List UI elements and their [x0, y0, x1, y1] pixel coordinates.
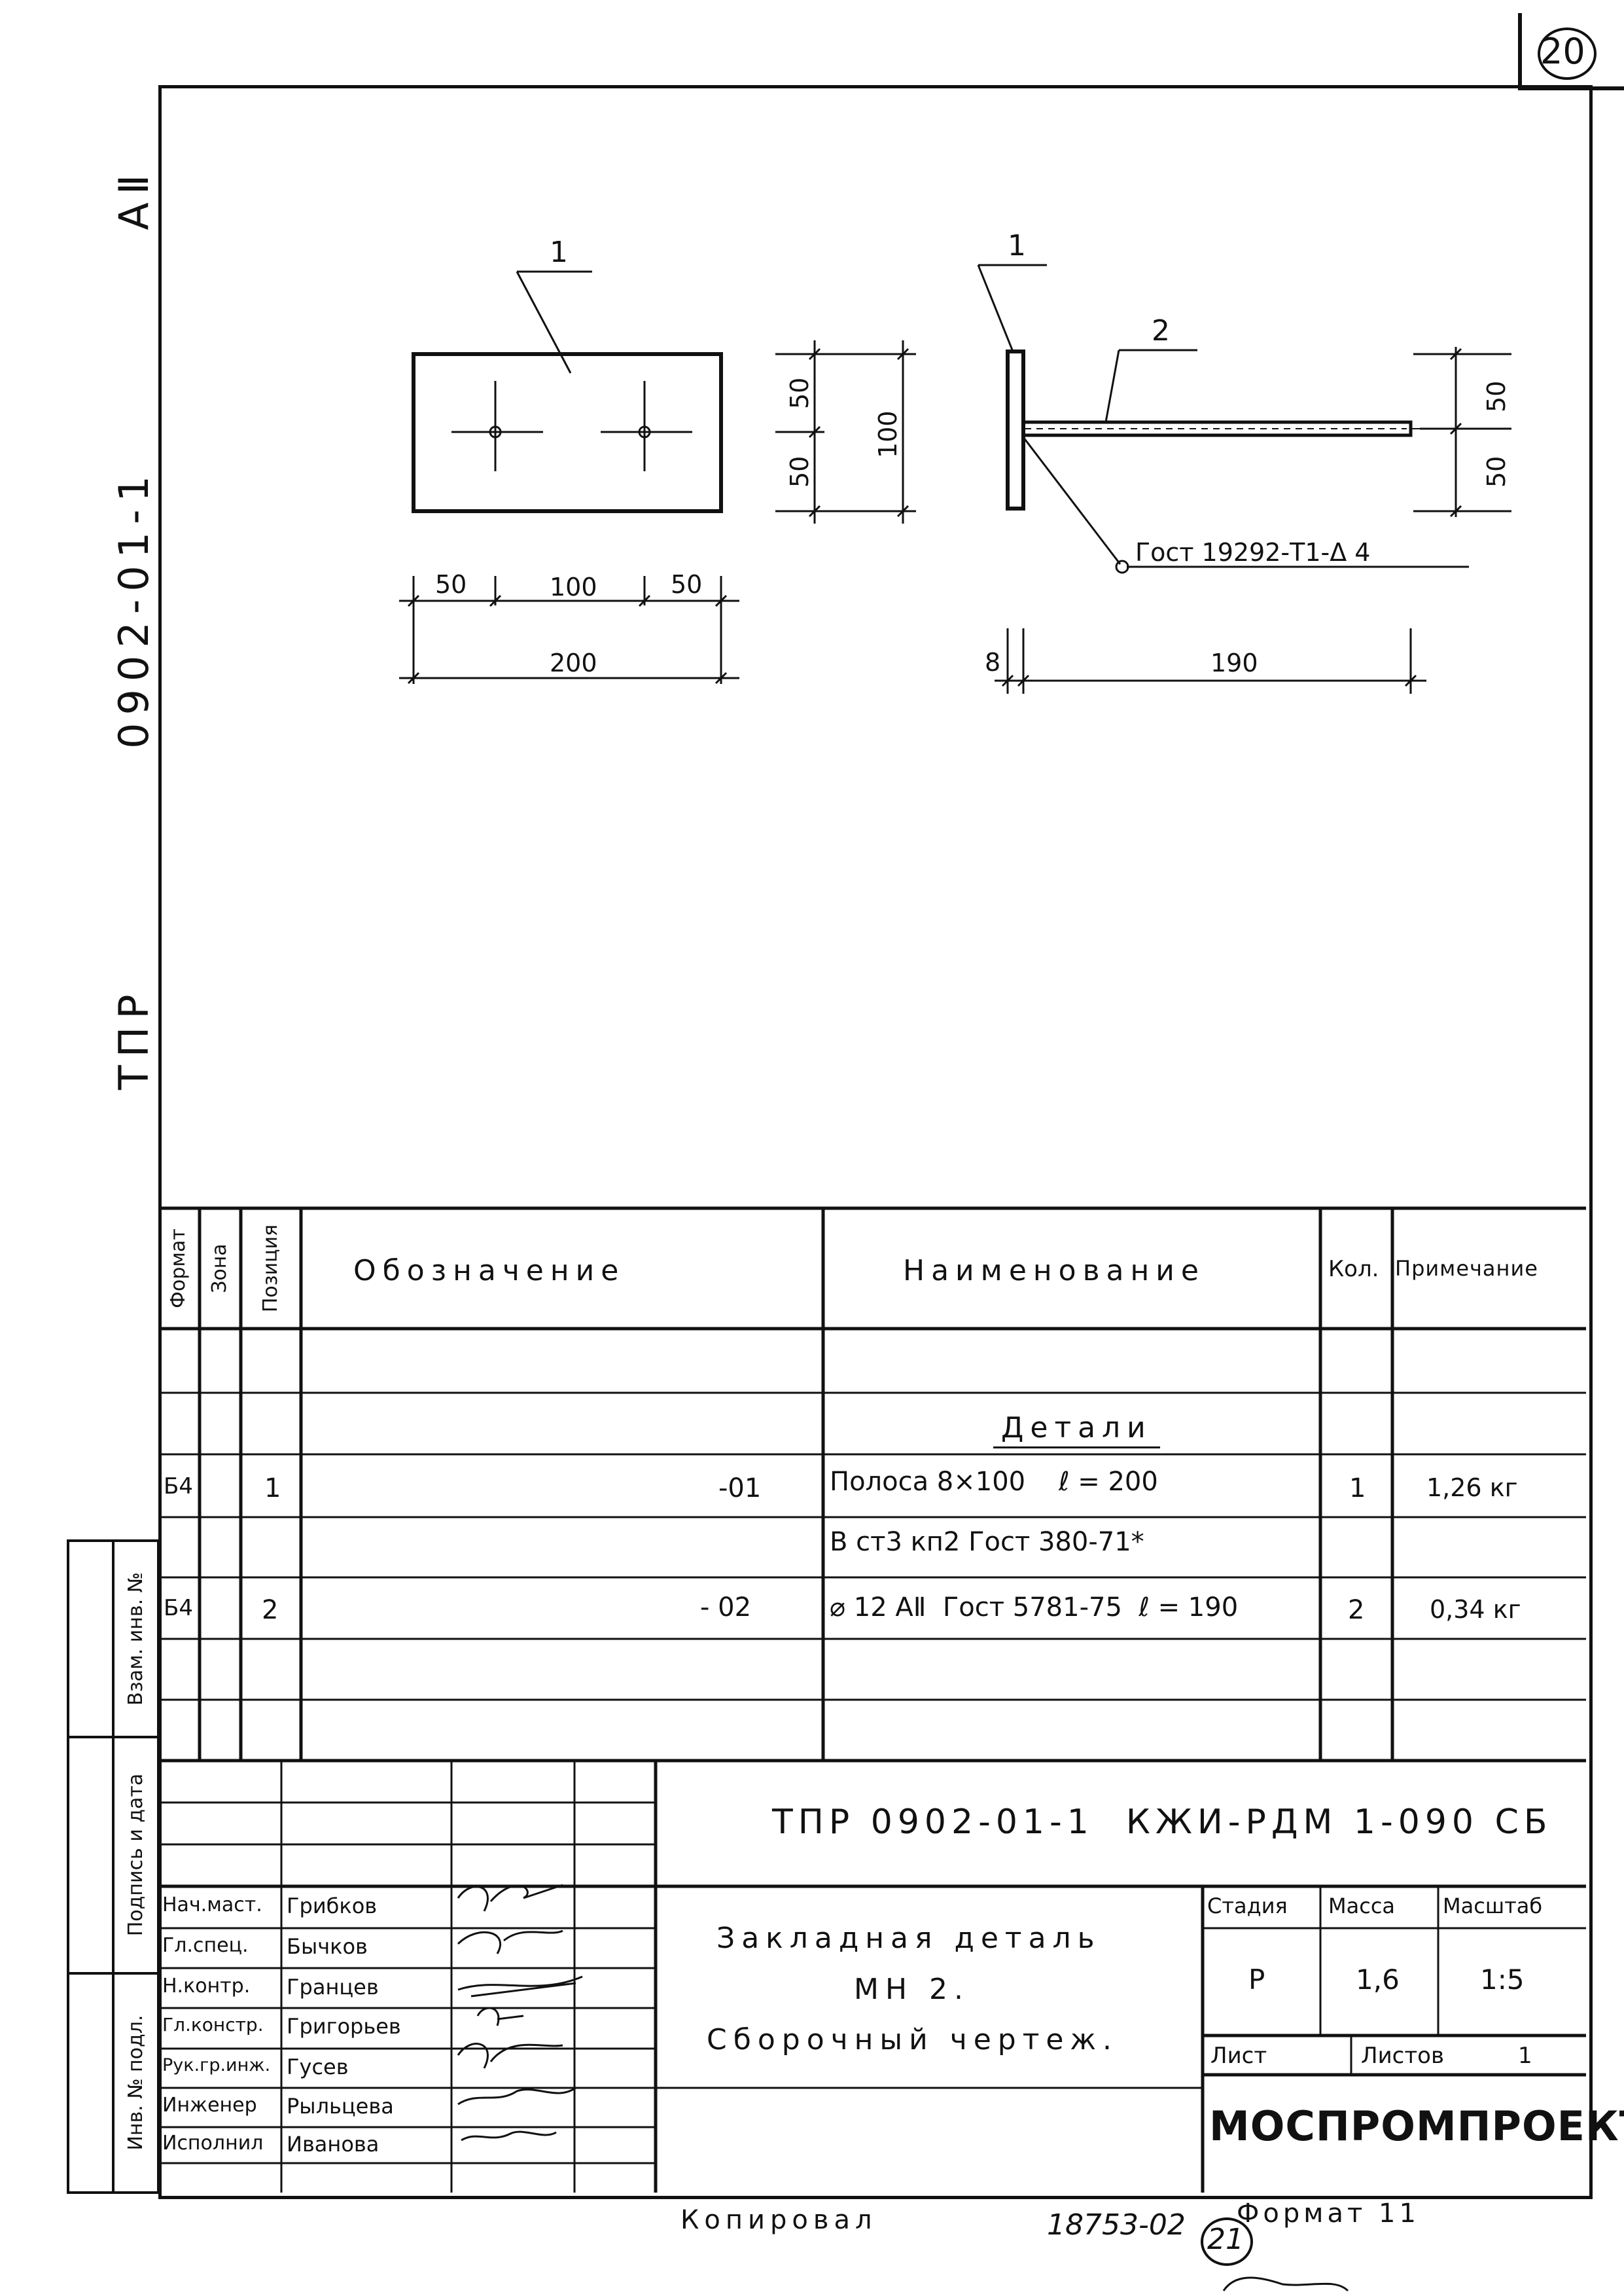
org-name: МОСПРОМПРОЕКТ — [1209, 2102, 1624, 2150]
row1-note: 1,26 кг — [1426, 1473, 1518, 1502]
corner-number-box — [1518, 13, 1624, 90]
header-name: Наименование — [903, 1254, 1205, 1287]
header-designation: Обозначение — [353, 1254, 626, 1287]
row1-format: Б4 — [164, 1473, 193, 1499]
staff-name-1: Грибков — [287, 1893, 378, 1918]
scale-label: Масштаб — [1443, 1893, 1543, 1918]
row3-qty: 2 — [1348, 1595, 1365, 1625]
header-qty: Кол. — [1328, 1256, 1379, 1282]
header-note: Примечание — [1395, 1256, 1538, 1281]
side-dim-len: 190 — [1210, 649, 1258, 677]
staff-role-6: Инженер — [162, 2094, 257, 2117]
sheet-label: Лист — [1210, 2043, 1267, 2069]
section-title: Детали — [993, 1414, 1160, 1448]
sheets-value: 1 — [1518, 2043, 1532, 2069]
plate-pos-label: 1 — [550, 236, 568, 269]
side-dim-v1: 50 — [1482, 381, 1511, 412]
row1-qty: 1 — [1349, 1473, 1366, 1503]
strip-sign-date: Подпись и дата — [124, 1773, 147, 1937]
staff-name-5: Гусев — [287, 2054, 349, 2079]
footer-page: 21 — [1207, 2223, 1244, 2256]
mass-label: Масса — [1328, 1893, 1396, 1918]
title-line-2: МН 2. — [854, 1973, 970, 2006]
row3-designation: - 02 — [700, 1592, 752, 1623]
mass-value: 1,6 — [1356, 1964, 1400, 1996]
staff-name-3: Гранцев — [287, 1975, 379, 2000]
row3-pos: 2 — [262, 1595, 279, 1625]
row1-designation: -01 — [718, 1473, 762, 1503]
staff-role-1: Нач.маст. — [162, 1893, 262, 1916]
stage-label: Стадия — [1207, 1893, 1288, 1918]
footer-copied: Копировал — [680, 2205, 877, 2235]
header-zone: Зона — [208, 1244, 231, 1293]
side-dim-v2: 50 — [1482, 456, 1511, 488]
footer-order: 18753-02 — [1047, 2208, 1186, 2242]
sheets-label: Листов — [1361, 2043, 1445, 2069]
weld-label: Гост 19292-Т1-Δ 4 — [1135, 538, 1370, 567]
corner-number: 20 — [1540, 31, 1585, 72]
row3-note: 0,34 кг — [1430, 1595, 1521, 1624]
doc-code: ТПР 0902-01-1 КЖИ-РДМ 1-090 СБ — [772, 1803, 1553, 1842]
plate-outline — [412, 352, 723, 513]
staff-name-6: Рыльцева — [287, 2094, 394, 2119]
row1-pos: 1 — [264, 1473, 281, 1503]
strip-inv-sub: Взам. инв. № — [124, 1572, 147, 1706]
plate-dim-mid: 100 — [550, 573, 597, 601]
side-pos1: 1 — [1008, 229, 1026, 262]
row3-format: Б4 — [164, 1595, 193, 1621]
strip-inv-orig: Инв. № подл. — [124, 2015, 147, 2151]
row3-name: ⌀ 12 АⅡ Гост 5781-75 ℓ = 190 — [830, 1592, 1239, 1623]
plate-dim-v-total: 100 — [874, 410, 902, 458]
stage-value: Р — [1248, 1964, 1265, 1996]
plate-dim-left: 50 — [435, 570, 467, 599]
side-pos2: 2 — [1152, 314, 1170, 348]
title-line-1: Закладная деталь — [716, 1922, 1101, 1955]
technical-drawing: 1 50 100 50 200 50 50 100 1 2 Гост 19292… — [399, 229, 1511, 694]
title-line-3: Сборочный чертеж. — [707, 2023, 1119, 2056]
header-format: Формат — [167, 1229, 190, 1308]
staff-role-2: Гл.спец. — [162, 1934, 249, 1957]
footer-format: Формат 11 — [1237, 2198, 1420, 2229]
header-position: Позиция — [259, 1224, 282, 1313]
side-dim-thick: 8 — [985, 648, 1000, 677]
staff-role-7: Исполнил — [162, 2132, 264, 2155]
plate-dim-v1: 50 — [785, 378, 814, 409]
main-frame — [158, 85, 1593, 2199]
staff-role-3: Н.контр. — [162, 1975, 251, 1998]
staff-name-7: Иванова — [287, 2132, 380, 2157]
staff-name-4: Григорьев — [287, 2014, 401, 2039]
footer-page-circle — [1201, 2217, 1253, 2266]
row1-name: Полоса 8×100 ℓ = 200 — [830, 1467, 1158, 1497]
staff-role-5: Рук.гр.инж. — [162, 2055, 271, 2075]
plate-dim-right: 50 — [671, 570, 702, 599]
row2-name: В ст3 кп2 Гост 380-71* — [830, 1527, 1144, 1557]
corner-number-circle — [1538, 27, 1597, 80]
plate-dim-total: 200 — [550, 649, 597, 677]
staff-name-2: Бычков — [287, 1934, 368, 1959]
staff-role-4: Гл.констр. — [162, 2014, 264, 2036]
plate-dim-v2: 50 — [785, 456, 814, 488]
scale-value: 1:5 — [1480, 1964, 1525, 1996]
